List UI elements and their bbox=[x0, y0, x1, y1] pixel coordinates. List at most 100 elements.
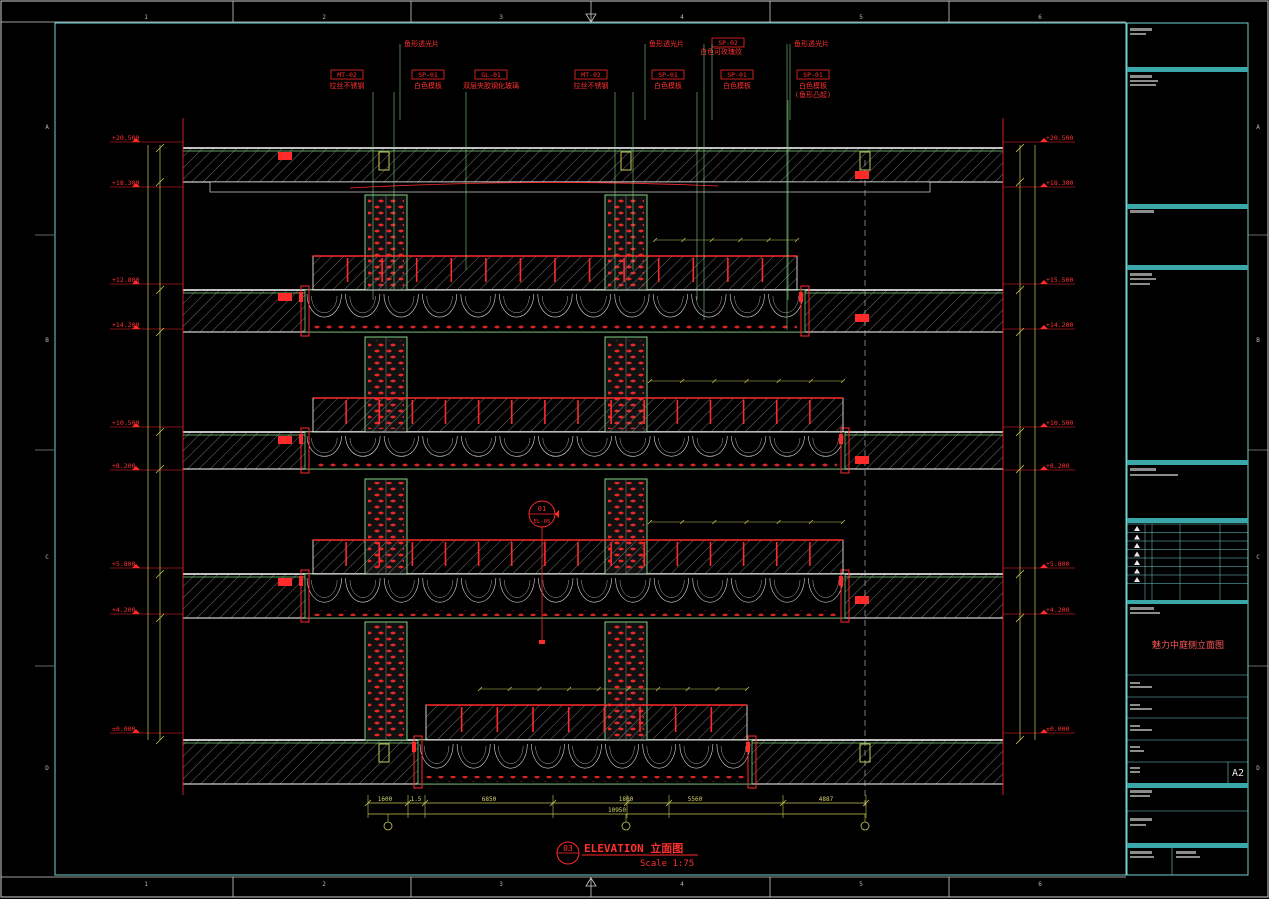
revision-triangle-icon bbox=[1134, 534, 1140, 540]
level-marks-left: +20.500+18.300+12.800+14.200+10.500+8.20… bbox=[110, 134, 183, 734]
fish-arc-inner bbox=[735, 579, 762, 598]
level-triangle-icon bbox=[132, 183, 140, 187]
level-value: +18.300 bbox=[112, 179, 139, 187]
fish-arc-inner bbox=[349, 295, 376, 314]
dim-tick bbox=[623, 799, 631, 807]
fish-arc bbox=[729, 293, 765, 318]
level-triangle-icon bbox=[1040, 466, 1048, 470]
dim-tick bbox=[647, 519, 653, 525]
edge-frame bbox=[300, 285, 310, 337]
fish-arc bbox=[576, 435, 612, 457]
dim-tick bbox=[665, 799, 673, 807]
fish-arc-inner bbox=[349, 437, 376, 453]
level-value: +15.500 bbox=[1046, 276, 1073, 284]
grid-ticks bbox=[35, 1, 1268, 897]
dim-tick bbox=[776, 378, 781, 384]
fish-arc bbox=[422, 577, 458, 603]
fish-arc bbox=[456, 743, 491, 769]
callout-description: 鱼形透光片 bbox=[794, 39, 829, 48]
fish-arc bbox=[642, 743, 677, 769]
dim-tick bbox=[155, 327, 165, 337]
fish-arc bbox=[345, 435, 381, 457]
ground-post bbox=[378, 743, 390, 763]
callout-note: (鱼形凸起) bbox=[795, 90, 831, 99]
edge-frame bbox=[300, 569, 310, 623]
dim-value: 4887 bbox=[819, 796, 834, 803]
fish-arc-inner bbox=[388, 437, 415, 453]
level-value: +14.200 bbox=[112, 321, 139, 329]
fish-arc-inner bbox=[734, 295, 761, 314]
fish-arc-inner bbox=[657, 295, 684, 314]
revision-table bbox=[1127, 523, 1248, 600]
dim-value: 1600 bbox=[378, 796, 393, 803]
fish-arc bbox=[615, 435, 651, 457]
fish-arc bbox=[460, 577, 497, 603]
edge-frame bbox=[840, 427, 850, 474]
fish-arc bbox=[537, 293, 573, 318]
detail-tag bbox=[855, 171, 869, 179]
edge-clip bbox=[746, 742, 750, 752]
callout-description: 鱼形透光片 bbox=[404, 39, 439, 48]
dim-tick bbox=[712, 378, 717, 384]
drawing-name: 魅力中庭侧立面图 bbox=[1152, 639, 1224, 651]
fish-arc bbox=[576, 577, 612, 603]
detail-tag bbox=[278, 152, 292, 160]
fish-light-strip bbox=[313, 324, 797, 330]
dim-tick bbox=[709, 237, 715, 243]
fish-arc-inner bbox=[772, 295, 799, 314]
dim-tick bbox=[681, 237, 686, 243]
grid-col-label-bottom: 6 bbox=[1038, 881, 1042, 888]
drawing-title-text: ELEVATION 立面图 bbox=[584, 841, 683, 855]
fish-arc-inner bbox=[609, 745, 635, 764]
fish-arc bbox=[460, 293, 496, 318]
fish-arc bbox=[531, 743, 565, 769]
level-value: +12.800 bbox=[112, 276, 139, 284]
fish-arc-inner bbox=[695, 295, 722, 314]
drawing-frame bbox=[54, 22, 1127, 876]
level-triangle-icon bbox=[132, 423, 140, 427]
detail-tag bbox=[855, 596, 869, 604]
edge-frame bbox=[840, 569, 850, 623]
fish-arc bbox=[383, 577, 420, 603]
fish-arc bbox=[345, 577, 381, 603]
balustrade-glass bbox=[425, 704, 748, 741]
dim-value: 5560 bbox=[688, 796, 703, 803]
callout-code-box bbox=[720, 69, 754, 80]
fish-arc-inner bbox=[696, 437, 724, 453]
fish-arc-inner bbox=[735, 437, 762, 453]
callout-code: MT-02 bbox=[581, 71, 601, 79]
level-value: +20.500 bbox=[1046, 134, 1073, 142]
grid-row-label-left: D bbox=[45, 765, 49, 772]
ceiling-void bbox=[209, 181, 931, 193]
fish-arc-inner bbox=[696, 579, 724, 598]
grid-col-label-bottom: 5 bbox=[859, 881, 863, 888]
callout-code: GL-01 bbox=[481, 71, 501, 79]
fish-arc-inner bbox=[812, 579, 839, 598]
dim-tick bbox=[155, 427, 165, 437]
dim-tick bbox=[155, 735, 165, 745]
fish-arc bbox=[653, 435, 690, 457]
dim-tick bbox=[652, 237, 658, 243]
fish-arc bbox=[605, 743, 639, 769]
level-triangle-icon bbox=[132, 280, 140, 284]
grid-col-label-top: 4 bbox=[680, 14, 684, 21]
callout-code: SP-01 bbox=[418, 71, 438, 79]
level-triangle-icon bbox=[132, 729, 140, 733]
grid-row-label-right: A bbox=[1256, 124, 1260, 131]
fish-arc bbox=[614, 293, 650, 318]
callout-code-box bbox=[711, 37, 745, 48]
dim-tick bbox=[1015, 735, 1025, 745]
level-marks-right: +20.500+18.300+15.500+14.200+10.500+8.20… bbox=[1003, 134, 1075, 734]
fish-arc-inner bbox=[426, 579, 454, 598]
callout-description: 白色模板 bbox=[654, 81, 682, 90]
fish-arc-inner bbox=[658, 579, 685, 598]
dim-tick bbox=[715, 686, 720, 692]
fish-arc bbox=[615, 577, 651, 603]
callout-description: 白色模板 bbox=[723, 81, 751, 90]
fish-arc bbox=[568, 743, 602, 769]
fish-arc bbox=[383, 435, 420, 457]
grid-col-label-top: 5 bbox=[859, 14, 863, 21]
dim-tick bbox=[1015, 177, 1025, 187]
fish-arc bbox=[692, 577, 728, 603]
